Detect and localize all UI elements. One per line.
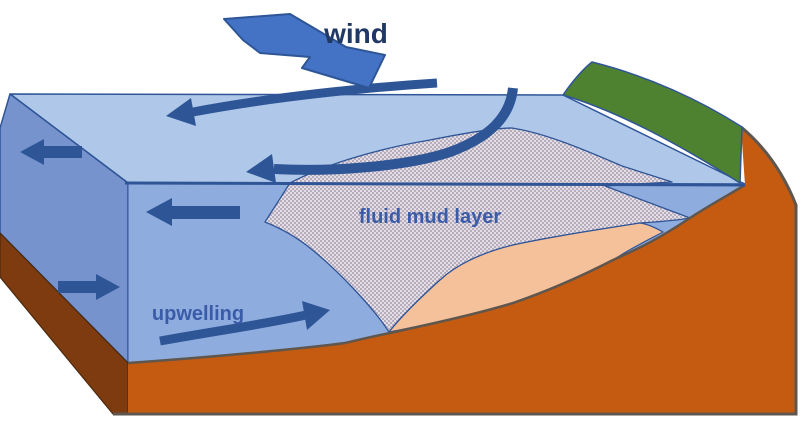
mid-depth-current-arrow-icon [146,198,240,226]
wind-arrow-icon [223,13,386,89]
upwelling-arrow-shaft [159,310,307,346]
waterline [124,181,746,187]
offshore-flow-arrow-icon [20,139,82,165]
surface-current-arrow-head-icon [166,98,196,126]
block-outer-edge [113,125,798,416]
continental-slope [128,127,796,414]
upwelling-arrow-head-icon [302,301,330,330]
fluid-mud-label: fluid mud layer [359,206,501,228]
upwelling-label: upwelling [152,303,244,325]
wind-label: wind [323,18,388,49]
onshore-deep-flow-arrow-icon [58,274,120,300]
nearshore-current-arrow-shaft [273,87,518,175]
coastal-land [562,61,743,184]
surface-current-arrow-shaft [192,78,438,117]
nearshore-current-arrow-head-icon [246,154,276,183]
seafloor-profile-line [127,183,746,365]
